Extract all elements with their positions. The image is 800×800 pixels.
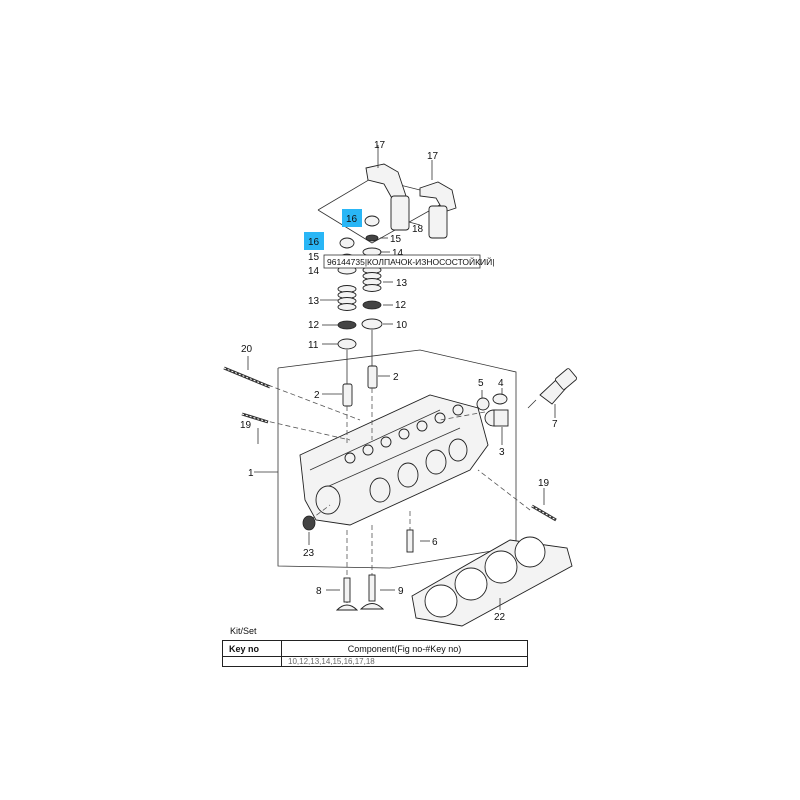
key-4[interactable]: 4 <box>498 378 504 389</box>
valve-intake[interactable] <box>335 577 359 611</box>
keeper-right[interactable] <box>365 234 379 242</box>
combustion-ports <box>315 438 468 515</box>
key-12-right[interactable]: 12 <box>395 300 407 311</box>
key-1[interactable]: 1 <box>248 468 254 479</box>
key-11[interactable]: 11 <box>308 340 319 351</box>
head-gasket[interactable] <box>411 536 573 627</box>
rocker-arm-right[interactable] <box>419 181 457 213</box>
key-18[interactable]: 18 <box>412 224 424 235</box>
kit-set-caption: Kit/Set <box>230 626 257 636</box>
key-12-left[interactable]: 12 <box>308 320 320 331</box>
valve-guide-left[interactable] <box>342 383 353 407</box>
row-key-cell <box>222 656 282 667</box>
key-20[interactable]: 20 <box>241 344 253 355</box>
valve-seal-right[interactable] <box>361 318 383 330</box>
key-9[interactable]: 9 <box>398 586 404 597</box>
plug-23[interactable] <box>302 515 316 531</box>
spring-seat-left[interactable] <box>337 320 357 330</box>
stud-19-left[interactable] <box>241 412 269 424</box>
highlight-16-left[interactable] <box>304 232 324 250</box>
key-15-left[interactable]: 15 <box>308 252 320 263</box>
seal-4[interactable] <box>492 393 508 405</box>
key-14-right[interactable]: 14 <box>392 248 404 259</box>
stud-19-right[interactable] <box>531 504 557 522</box>
key-8[interactable]: 8 <box>316 586 322 597</box>
leader-lines <box>247 145 556 610</box>
kit-set-table: Key no Component(Fig no-#Key no) 10,12,1… <box>222 640 528 667</box>
key-23[interactable]: 23 <box>303 548 315 559</box>
valve-seal-left[interactable] <box>337 338 357 350</box>
spring-seat-right[interactable] <box>362 300 382 310</box>
lash-adjuster-right[interactable] <box>428 205 448 239</box>
key-7[interactable]: 7 <box>552 419 558 430</box>
valve-train-left <box>317 163 457 407</box>
key-17-right[interactable]: 17 <box>427 151 439 162</box>
table-header-row: Key no Component(Fig no-#Key no) <box>222 640 528 657</box>
key-labels: 17 17 18 16 16 15 14 15 14 13 13 12 12 1… <box>240 140 558 623</box>
valve-bores <box>344 404 464 464</box>
key-3[interactable]: 3 <box>499 447 505 458</box>
key-2-left[interactable]: 2 <box>314 390 320 401</box>
valve-cap-left[interactable] <box>339 237 355 249</box>
key-19-left[interactable]: 19 <box>240 420 252 431</box>
key-10[interactable]: 10 <box>396 320 408 331</box>
row-component-cell: 10,12,13,14,15,16,17,18 <box>281 656 528 667</box>
key-2-right[interactable]: 2 <box>393 372 399 383</box>
spring-right[interactable] <box>362 266 382 292</box>
header-component: Component(Fig no-#Key no) <box>281 640 528 657</box>
plug-5[interactable] <box>476 397 490 411</box>
key-22[interactable]: 22 <box>494 612 506 623</box>
key-13-left[interactable]: 13 <box>308 296 320 307</box>
temperature-sensor[interactable] <box>527 368 578 409</box>
lash-adjuster-left[interactable] <box>390 195 410 231</box>
dowel-pin[interactable] <box>406 529 414 553</box>
key-16-left[interactable]: 16 <box>308 237 320 248</box>
key-5[interactable]: 5 <box>478 378 484 389</box>
stud-20[interactable] <box>223 366 271 389</box>
thermostat-housing[interactable] <box>484 409 509 427</box>
key-19-right[interactable]: 19 <box>538 478 550 489</box>
key-17-left[interactable]: 17 <box>374 140 386 151</box>
header-key-no: Key no <box>222 640 282 657</box>
key-14-left[interactable]: 14 <box>308 266 320 277</box>
valve-guide-right[interactable] <box>367 365 378 389</box>
tooltip-text: 96144735|КОЛПАЧОК-ИЗНОСОСТОЙКИЙ| <box>327 256 494 267</box>
key-16-right[interactable]: 16 <box>346 214 358 225</box>
spring-left[interactable] <box>337 285 357 311</box>
cylinder-head[interactable] <box>299 394 489 526</box>
key-6[interactable]: 6 <box>432 537 438 548</box>
part-tooltip: 96144735|КОЛПАЧОК-ИЗНОСОСТОЙКИЙ| <box>323 254 494 269</box>
highlight-16-right[interactable] <box>342 209 362 227</box>
cylinder-head-assembly <box>261 349 531 580</box>
valve-exhaust[interactable] <box>359 574 385 610</box>
key-15-right[interactable]: 15 <box>390 234 402 245</box>
table-row[interactable]: 10,12,13,14,15,16,17,18 <box>222 656 528 667</box>
valve-cap-right[interactable] <box>364 215 380 227</box>
key-13-right[interactable]: 13 <box>396 278 408 289</box>
